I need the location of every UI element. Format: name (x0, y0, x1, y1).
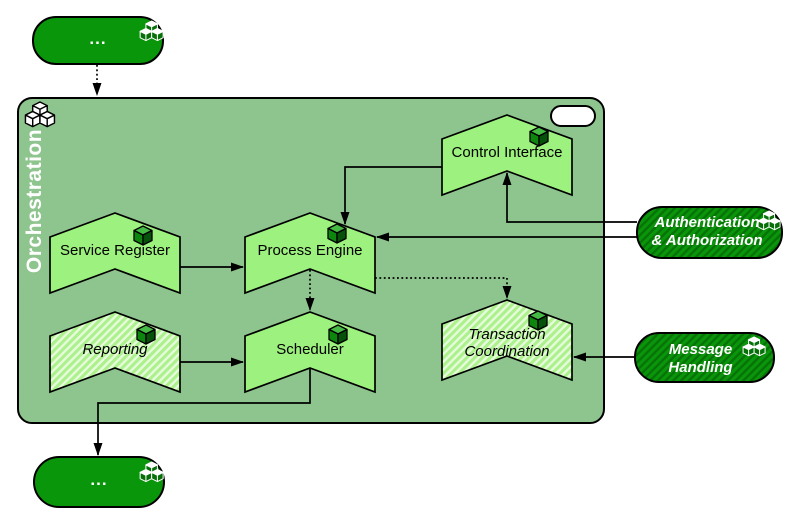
connector-process-engine-to-transaction-coordination (375, 277, 512, 299)
actor-authentication-authorization (636, 206, 783, 259)
label-scheduler: Scheduler (276, 341, 344, 358)
connector-control-interface-to-process-engine (340, 166, 442, 225)
cube-icon (327, 223, 347, 244)
label-authentication-authorization: Authentication& Authorization (651, 214, 763, 249)
label-service-register: Service Register (59, 242, 171, 259)
label-control-interface: Control Interface (451, 144, 563, 161)
container-title: Orchestration (23, 128, 46, 274)
label-process-engine: Process Engine (257, 242, 363, 259)
label-reporting: Reporting (82, 341, 148, 358)
connector-scheduler-to-bottom-actor (93, 368, 311, 456)
label-top-actor: ... (89, 28, 107, 48)
actor-bottom (33, 456, 165, 508)
connector-auth-to-control-interface (502, 172, 637, 223)
label-bottom-actor: ... (90, 470, 108, 489)
actor-top (32, 16, 164, 65)
container-port-pill (550, 105, 596, 127)
